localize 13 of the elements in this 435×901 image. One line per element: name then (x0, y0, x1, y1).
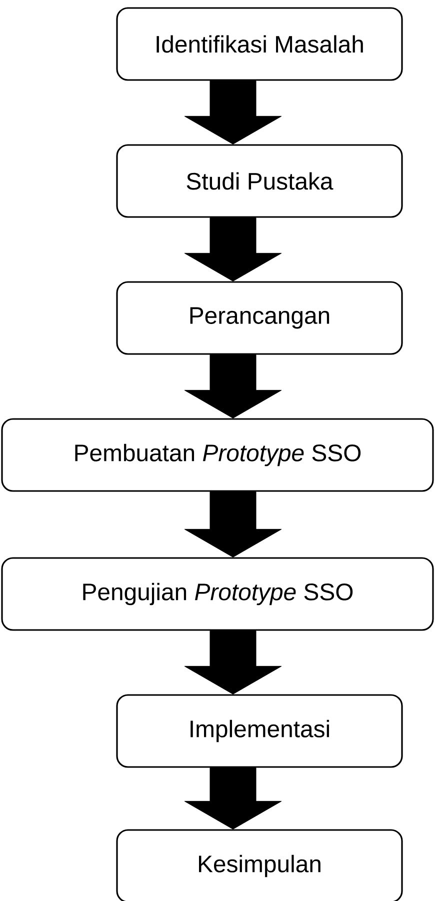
process-box: Pembuatan Prototype SSO (1, 418, 434, 492)
process-box: Identifikasi Masalah (116, 7, 403, 81)
block-arrow (184, 80, 282, 144)
block-arrow (184, 354, 282, 418)
process-box: Studi Pustaka (116, 144, 403, 218)
process-box: Implementasi (116, 694, 403, 768)
block-arrow (184, 492, 282, 558)
block-arrow (184, 218, 282, 282)
process-box: Pengujian Prototype SSO (1, 557, 434, 631)
block-arrow (184, 630, 282, 694)
process-box: Perancangan (116, 281, 403, 355)
process-box: Kesimpulan (116, 829, 403, 901)
block-arrow (184, 768, 282, 830)
